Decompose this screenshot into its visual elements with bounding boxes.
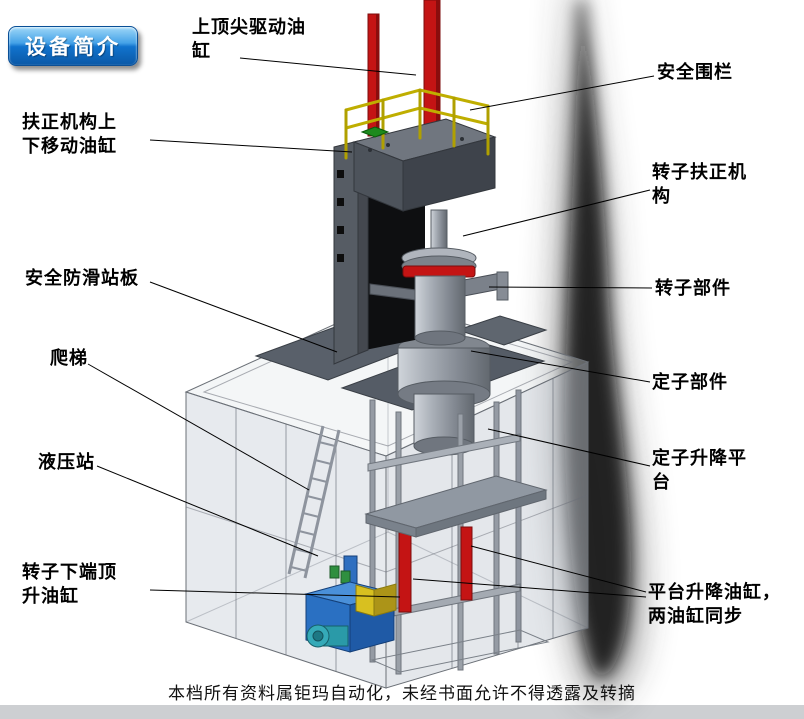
callout-centering-updown-cylinder: 扶正机构上 下移动油缸 [22,112,117,156]
leader-centering-updown-cylinder [149,139,353,153]
leader-hydraulic-station [96,465,319,557]
callout-safety-fence: 安全围栏 [657,62,733,82]
leader-top-center-drive-cylinder [239,57,417,76]
callout-ladder: 爬梯 [50,348,88,368]
frame-beam-upper [367,433,521,472]
callout-rotor-centering-mechanism: 转子扶正机 构 [652,162,747,206]
hydraulic-valve [329,565,340,579]
safety-pad-green [360,126,390,138]
leader-rotor-bottom-jack-cylinder [149,589,401,598]
frame-post [369,399,376,663]
callout-rotor-component: 转子部件 [655,278,731,298]
rotor-bottom [414,330,466,346]
top-drive-cylinder-main-shade [436,0,440,150]
leader-rotor-centering-mechanism [462,189,651,237]
frame-post [493,401,500,655]
hydraulic-station-unit [304,555,397,653]
hydraulic-yellow-box-side [373,583,397,617]
leader-platform-lift-lower [412,578,647,598]
pump-motor-hub [312,630,324,642]
callout-platform-lift-cylinders: 平台升降油缸， 两油缸同步 [648,582,781,626]
plate-right [456,315,548,346]
callout-top-center-drive-cylinder: 上顶尖驱动油 缸 [192,17,306,61]
head-bolts [368,137,464,152]
leader-platform-lift-upper [470,545,647,593]
frame-post [515,389,522,643]
callout-anti-slip-platform: 安全防滑站板 [25,268,139,288]
ladder-rail [287,425,325,575]
rotor-assembly [369,209,509,346]
shadow-overlay [553,0,641,701]
footer-note: 本档所有资料属钜玛自动化，未经书面允许不得透露及转摘 [168,684,636,703]
top-drive-cylinder-thin-shade [376,14,379,136]
leader-ladder [87,363,310,491]
callout-stator-lift-platform: 定子升降平 台 [652,448,747,492]
head-right-face [402,136,496,212]
callout-stator-component: 定子部件 [652,372,728,392]
shadow-core [564,0,631,678]
centering-bracket-right [496,271,509,301]
frame-base [370,629,550,673]
railing-posts [344,88,490,160]
press-head [352,118,497,212]
title-badge: 设备简介 [8,26,138,66]
leader-rotor-component [488,286,653,289]
floor-strip [0,705,804,719]
leader-safety-fence [469,75,655,111]
leader-stator-lift-platform [487,428,651,467]
stator-lift-platform-part [364,475,548,538]
leader-anti-slip-platform [149,281,338,353]
callout-rotor-bottom-jack-cylinder: 转子下端顶 升油缸 [22,562,117,606]
lift-platform-right-edge [415,489,547,538]
leader-stator-component [470,350,651,383]
rotor-body [414,275,466,339]
safety-railing [344,88,490,160]
callout-hydraulic-station: 液压站 [38,452,95,472]
column-holes [337,170,344,262]
platform-lift-cylinder-right [460,526,473,601]
